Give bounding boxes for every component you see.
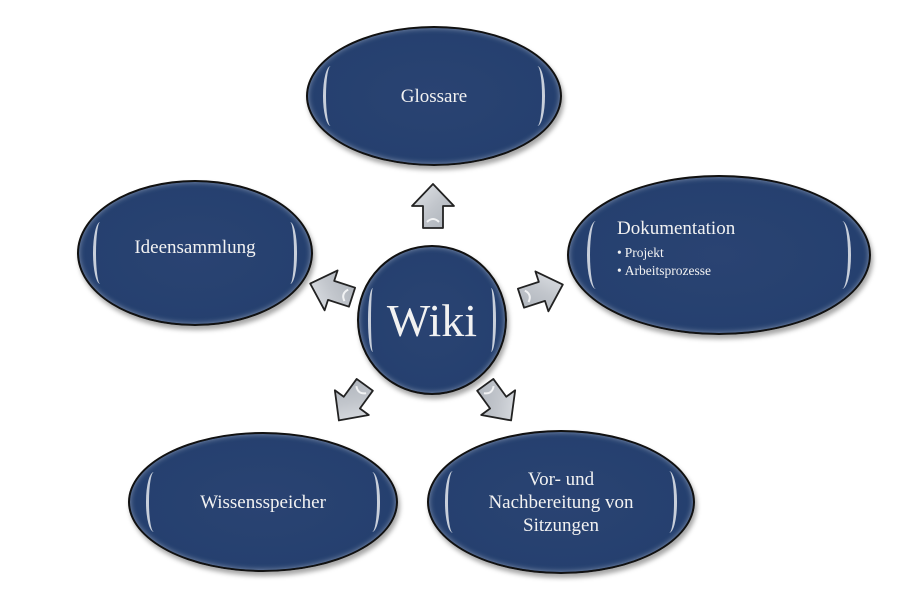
arrow-up-icon — [411, 183, 455, 229]
arrow-right-icon — [516, 270, 564, 313]
node-sitzungen[interactable]: Vor- und Nachbereitung von Sitzungen — [427, 430, 695, 574]
node-label-line: Nachbereitung von — [488, 491, 634, 513]
node-dokumentation[interactable]: Dokumentation Projekt Arbeitsprozesse — [567, 175, 871, 335]
bullet-item: Arbeitsprozesse — [617, 262, 735, 280]
bullet-list: Projekt Arbeitsprozesse — [617, 244, 735, 280]
bullet-item: Projekt — [617, 244, 735, 262]
arrow-down-left-icon — [333, 378, 374, 422]
node-label-line: Sitzungen — [523, 514, 599, 536]
node-label: Wissensspeicher — [200, 491, 326, 513]
center-node-wiki[interactable]: Wiki — [357, 245, 507, 395]
node-wissensspeicher[interactable]: Wissensspeicher — [128, 432, 398, 572]
node-label-line: Vor- und — [527, 468, 595, 490]
node-glossare[interactable]: Glossare — [306, 26, 562, 166]
node-label: Dokumentation — [617, 218, 736, 239]
node-ideensammlung[interactable]: Ideensammlung — [77, 180, 313, 326]
arrow-up-left-icon — [309, 269, 357, 312]
center-label: Wiki — [386, 294, 478, 346]
node-label: Vor- und Nachbereitung von Sitzungen — [488, 468, 633, 537]
arrow-down-right-icon — [476, 378, 517, 422]
node-label: Glossare — [400, 85, 468, 107]
node-label: Ideensammlung — [134, 236, 256, 258]
